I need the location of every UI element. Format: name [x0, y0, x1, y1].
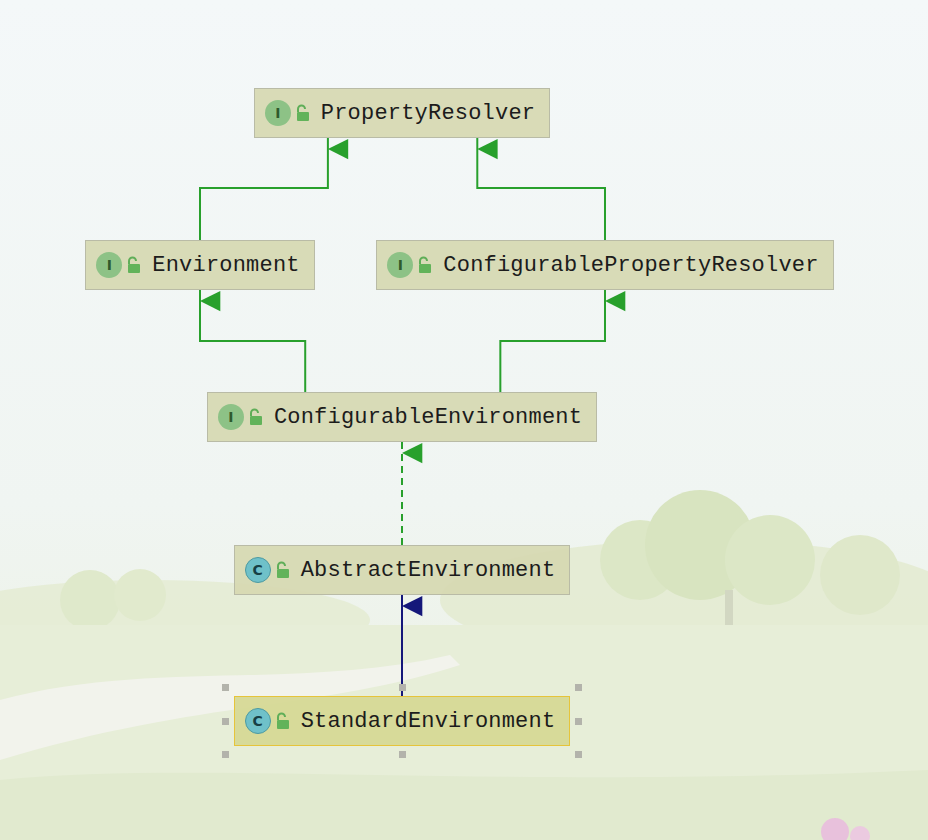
interface-box: I ConfigurableEnvironment [207, 392, 597, 442]
type-name: StandardEnvironment [301, 709, 556, 734]
class-box: C AbstractEnvironment [234, 545, 571, 595]
type-icon: I [387, 252, 413, 278]
type-name: PropertyResolver [321, 101, 535, 126]
type-icon: C [245, 708, 271, 734]
extends-arrow [401, 595, 403, 696]
visibility-icon [275, 561, 291, 579]
interface-box: I PropertyResolver [254, 88, 550, 138]
type-name: ConfigurablePropertyResolver [443, 253, 818, 278]
extends-arrow [200, 138, 328, 240]
implements-arrow [401, 442, 403, 545]
selection-handle [222, 751, 229, 758]
selection-handle [222, 718, 229, 725]
selection-handle [399, 751, 406, 758]
visibility-icon [295, 104, 311, 122]
visibility-icon [248, 408, 264, 426]
interface-box: I ConfigurablePropertyResolver [376, 240, 833, 290]
selection-handle [575, 751, 582, 758]
type-name: AbstractEnvironment [301, 558, 556, 583]
visibility-icon [417, 256, 433, 274]
type-name: ConfigurableEnvironment [274, 405, 582, 430]
type-icon: I [96, 252, 122, 278]
selection-handle [575, 718, 582, 725]
type-icon: I [218, 404, 244, 430]
extends-arrow [477, 138, 605, 240]
selection-handle [575, 684, 582, 691]
class-box: C StandardEnvironment [234, 696, 571, 746]
extends-arrow [200, 290, 305, 392]
visibility-icon [126, 256, 142, 274]
selection-handle [399, 684, 406, 691]
selection-handle [222, 684, 229, 691]
type-name: Environment [152, 253, 299, 278]
interface-box: I Environment [85, 240, 314, 290]
type-icon: C [245, 557, 271, 583]
visibility-icon [275, 712, 291, 730]
extends-arrow [500, 290, 605, 392]
type-icon: I [265, 100, 291, 126]
